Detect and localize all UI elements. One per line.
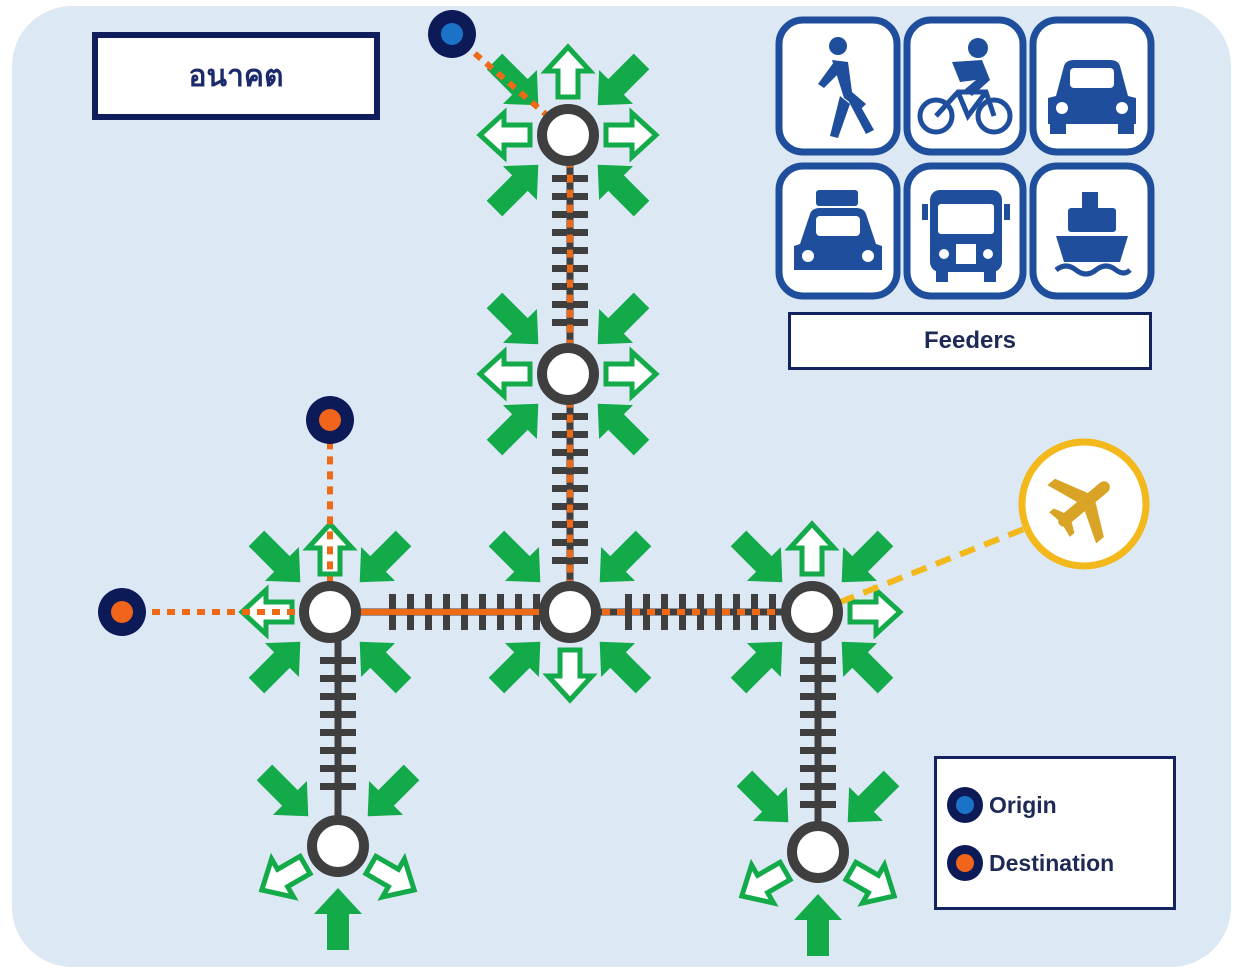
legend-item-destination: Destination <box>947 845 1114 881</box>
rail-tie <box>800 747 836 754</box>
rail-tie <box>320 729 356 736</box>
rail-tie <box>697 594 704 630</box>
legend-destination-label: Destination <box>989 849 1115 876</box>
rail-tie <box>643 594 650 630</box>
rail-tie <box>800 765 836 772</box>
bus-icon <box>903 162 1027 300</box>
legend-item-origin: Origin <box>947 787 1057 823</box>
station-junction <box>539 581 601 643</box>
page-title: อนาคต <box>92 32 380 120</box>
rail-tie <box>715 594 722 630</box>
station-west <box>299 581 361 643</box>
rail-tie <box>320 765 356 772</box>
rail-tie <box>552 467 588 474</box>
rail-tie <box>320 783 356 790</box>
car-icon <box>1029 16 1155 156</box>
rail-tie <box>800 801 836 808</box>
rail-tie <box>625 594 632 630</box>
rail-tie <box>552 229 588 236</box>
station-north <box>537 104 599 166</box>
station-southeast <box>787 821 849 883</box>
airport-marker <box>1018 438 1150 570</box>
rail-tie <box>320 693 356 700</box>
bicycle-icon <box>903 16 1027 156</box>
rail-tie <box>800 657 836 664</box>
rail-tie <box>552 211 588 218</box>
rail-tie <box>320 711 356 718</box>
legend-origin-label: Origin <box>989 791 1057 818</box>
stations <box>299 104 849 883</box>
feeder-icons <box>775 16 1155 300</box>
airplane-icon <box>1047 478 1110 544</box>
station-east <box>781 581 843 643</box>
rail-tie <box>733 594 740 630</box>
pedestrian-icon <box>775 16 901 156</box>
rail-tie <box>552 301 588 308</box>
legend: Origin Destination <box>934 756 1176 910</box>
rail-tie <box>800 783 836 790</box>
rail-tie <box>800 693 836 700</box>
station-middle <box>537 343 599 405</box>
origin-marker-north <box>428 10 476 58</box>
station-southwest <box>307 815 369 877</box>
taxi-icon <box>775 162 901 300</box>
rail-tie <box>552 319 588 326</box>
rail-tie <box>552 557 588 564</box>
rail-tie <box>320 747 356 754</box>
rail-tie <box>800 675 836 682</box>
destination-icon <box>947 845 983 881</box>
rail-tie <box>800 711 836 718</box>
destination-marker-north <box>306 396 354 444</box>
feeders-label: Feeders <box>788 312 1152 370</box>
rail-tie <box>320 657 356 664</box>
destination-marker-west <box>98 588 146 636</box>
rail-tie <box>320 675 356 682</box>
rail-tie <box>552 485 588 492</box>
origin-icon <box>947 787 983 823</box>
rail-tie <box>800 729 836 736</box>
ferry-icon <box>1029 162 1155 300</box>
